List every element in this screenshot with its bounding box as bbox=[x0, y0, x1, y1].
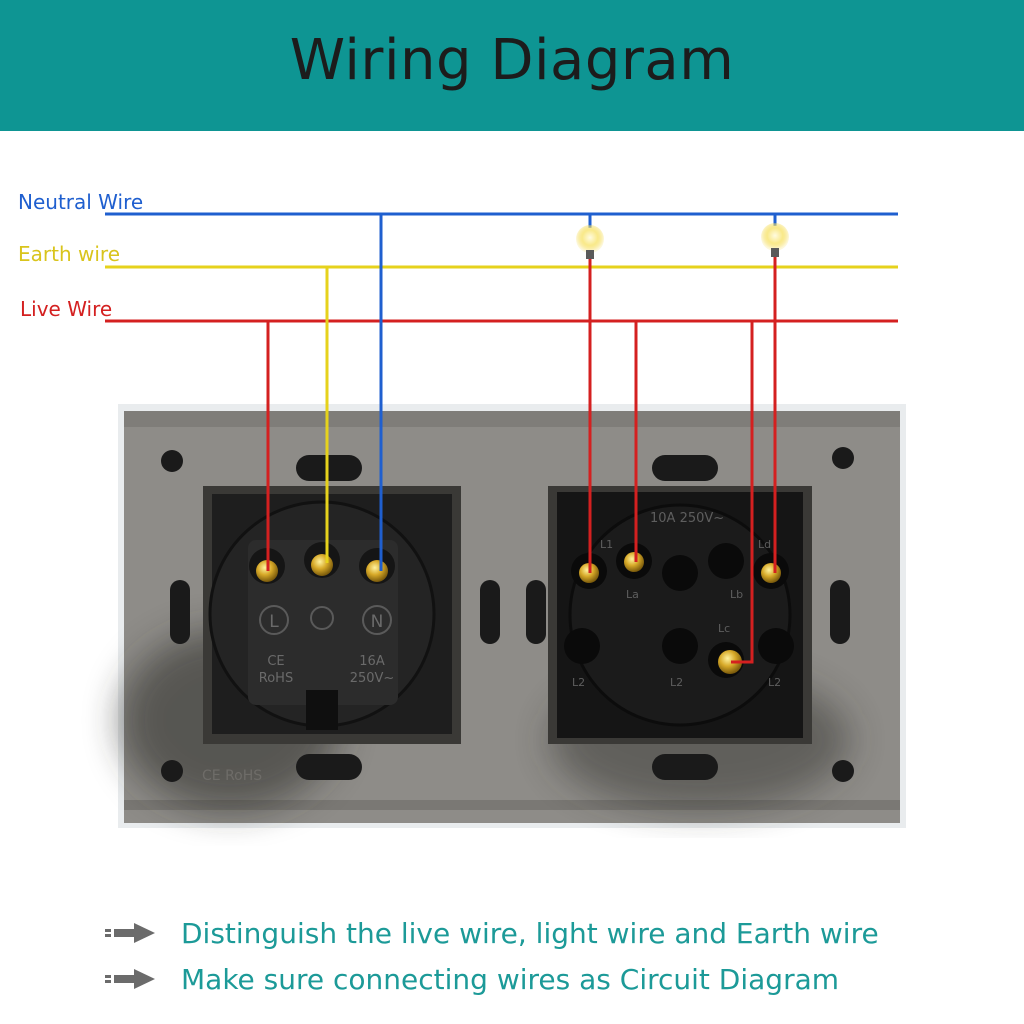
terminal-hole-lb bbox=[662, 555, 698, 591]
terminal-hole-l2b bbox=[662, 628, 698, 664]
terminal-hole-l2d bbox=[758, 628, 794, 664]
terminal-hole-lc bbox=[708, 543, 744, 579]
socket-center-notch bbox=[306, 690, 338, 730]
screw-terminal-ld bbox=[761, 563, 781, 583]
earth-symbol-icon bbox=[310, 606, 334, 630]
plate-bottom-ridge bbox=[124, 800, 900, 810]
mount-hole bbox=[161, 450, 183, 472]
mount-hole bbox=[832, 760, 854, 782]
terminal-label: L2 bbox=[670, 676, 683, 689]
terminal-label: Ld bbox=[758, 538, 771, 551]
header-banner: Wiring Diagram bbox=[0, 0, 1024, 131]
terminal-label-l: L bbox=[269, 612, 279, 632]
socket-module: L N CE RoHS 16A 250V~ bbox=[203, 486, 461, 744]
socket-mark-rating: 16A bbox=[359, 654, 385, 669]
mount-hole bbox=[832, 447, 854, 469]
plate-marks: CE RoHS bbox=[202, 768, 262, 784]
lamp-2 bbox=[761, 223, 789, 257]
mount-slot bbox=[652, 754, 718, 780]
socket-mark-rohs: RoHS bbox=[259, 671, 293, 686]
bulb-base bbox=[771, 248, 779, 257]
note-item: Distinguish the live wire, light wire an… bbox=[105, 910, 879, 956]
socket-mark-voltage: 250V~ bbox=[350, 671, 395, 686]
wires bbox=[105, 212, 898, 664]
notes-list: Distinguish the live wire, light wire an… bbox=[105, 910, 879, 1002]
arrow-right-icon bbox=[105, 969, 155, 989]
socket-mark-ce: CE bbox=[267, 654, 284, 669]
terminal-label: L2 bbox=[768, 676, 781, 689]
terminal-n-ring bbox=[362, 605, 392, 635]
socket-terminal-block bbox=[248, 540, 398, 705]
live-wire-label: Live Wire bbox=[20, 297, 113, 321]
screw-terminal-lc bbox=[718, 650, 742, 674]
mount-slot bbox=[296, 455, 362, 481]
terminal-l-ring bbox=[259, 605, 289, 635]
mount-slot bbox=[652, 455, 718, 481]
neutral-wire-label: Neutral Wire bbox=[18, 190, 144, 214]
screw-terminal-n bbox=[366, 560, 388, 582]
arrow-right-icon bbox=[105, 923, 155, 943]
terminal-label-n: N bbox=[371, 612, 384, 632]
page-title: Wiring Diagram bbox=[289, 28, 735, 93]
note-text: Make sure connecting wires as Circuit Di… bbox=[181, 962, 840, 996]
mount-slot bbox=[480, 580, 500, 644]
terminal-label: L2 bbox=[572, 676, 585, 689]
earth-wire-label: Earth wire bbox=[18, 242, 120, 266]
note-item: Make sure connecting wires as Circuit Di… bbox=[105, 956, 879, 1002]
terminal-label: Lc bbox=[718, 622, 730, 635]
plate-top-ridge bbox=[124, 411, 900, 427]
mount-slot bbox=[830, 580, 850, 644]
terminal-label: L1 bbox=[600, 538, 613, 551]
light-bulb-icon bbox=[576, 225, 604, 253]
mount-slot bbox=[170, 580, 190, 644]
bulb-base bbox=[586, 250, 594, 259]
screw-terminal-la bbox=[624, 552, 644, 572]
note-text: Distinguish the live wire, light wire an… bbox=[181, 916, 879, 950]
terminal-hole-l2a bbox=[564, 628, 600, 664]
light-bulb-icon bbox=[761, 223, 789, 251]
mount-slot bbox=[296, 754, 362, 780]
switch-module: 10A 250V~ L1 La Lb Lc Ld L2 L2 L2 bbox=[548, 486, 812, 744]
terminal-label: Lb bbox=[730, 588, 743, 601]
screw-terminal-earth bbox=[311, 554, 333, 576]
switch-common-wire bbox=[731, 321, 754, 664]
switch-rating: 10A 250V~ bbox=[650, 511, 724, 526]
mount-hole bbox=[161, 760, 183, 782]
lamp-1 bbox=[576, 225, 604, 259]
mount-slot bbox=[526, 580, 546, 644]
terminal-label: La bbox=[626, 588, 639, 601]
